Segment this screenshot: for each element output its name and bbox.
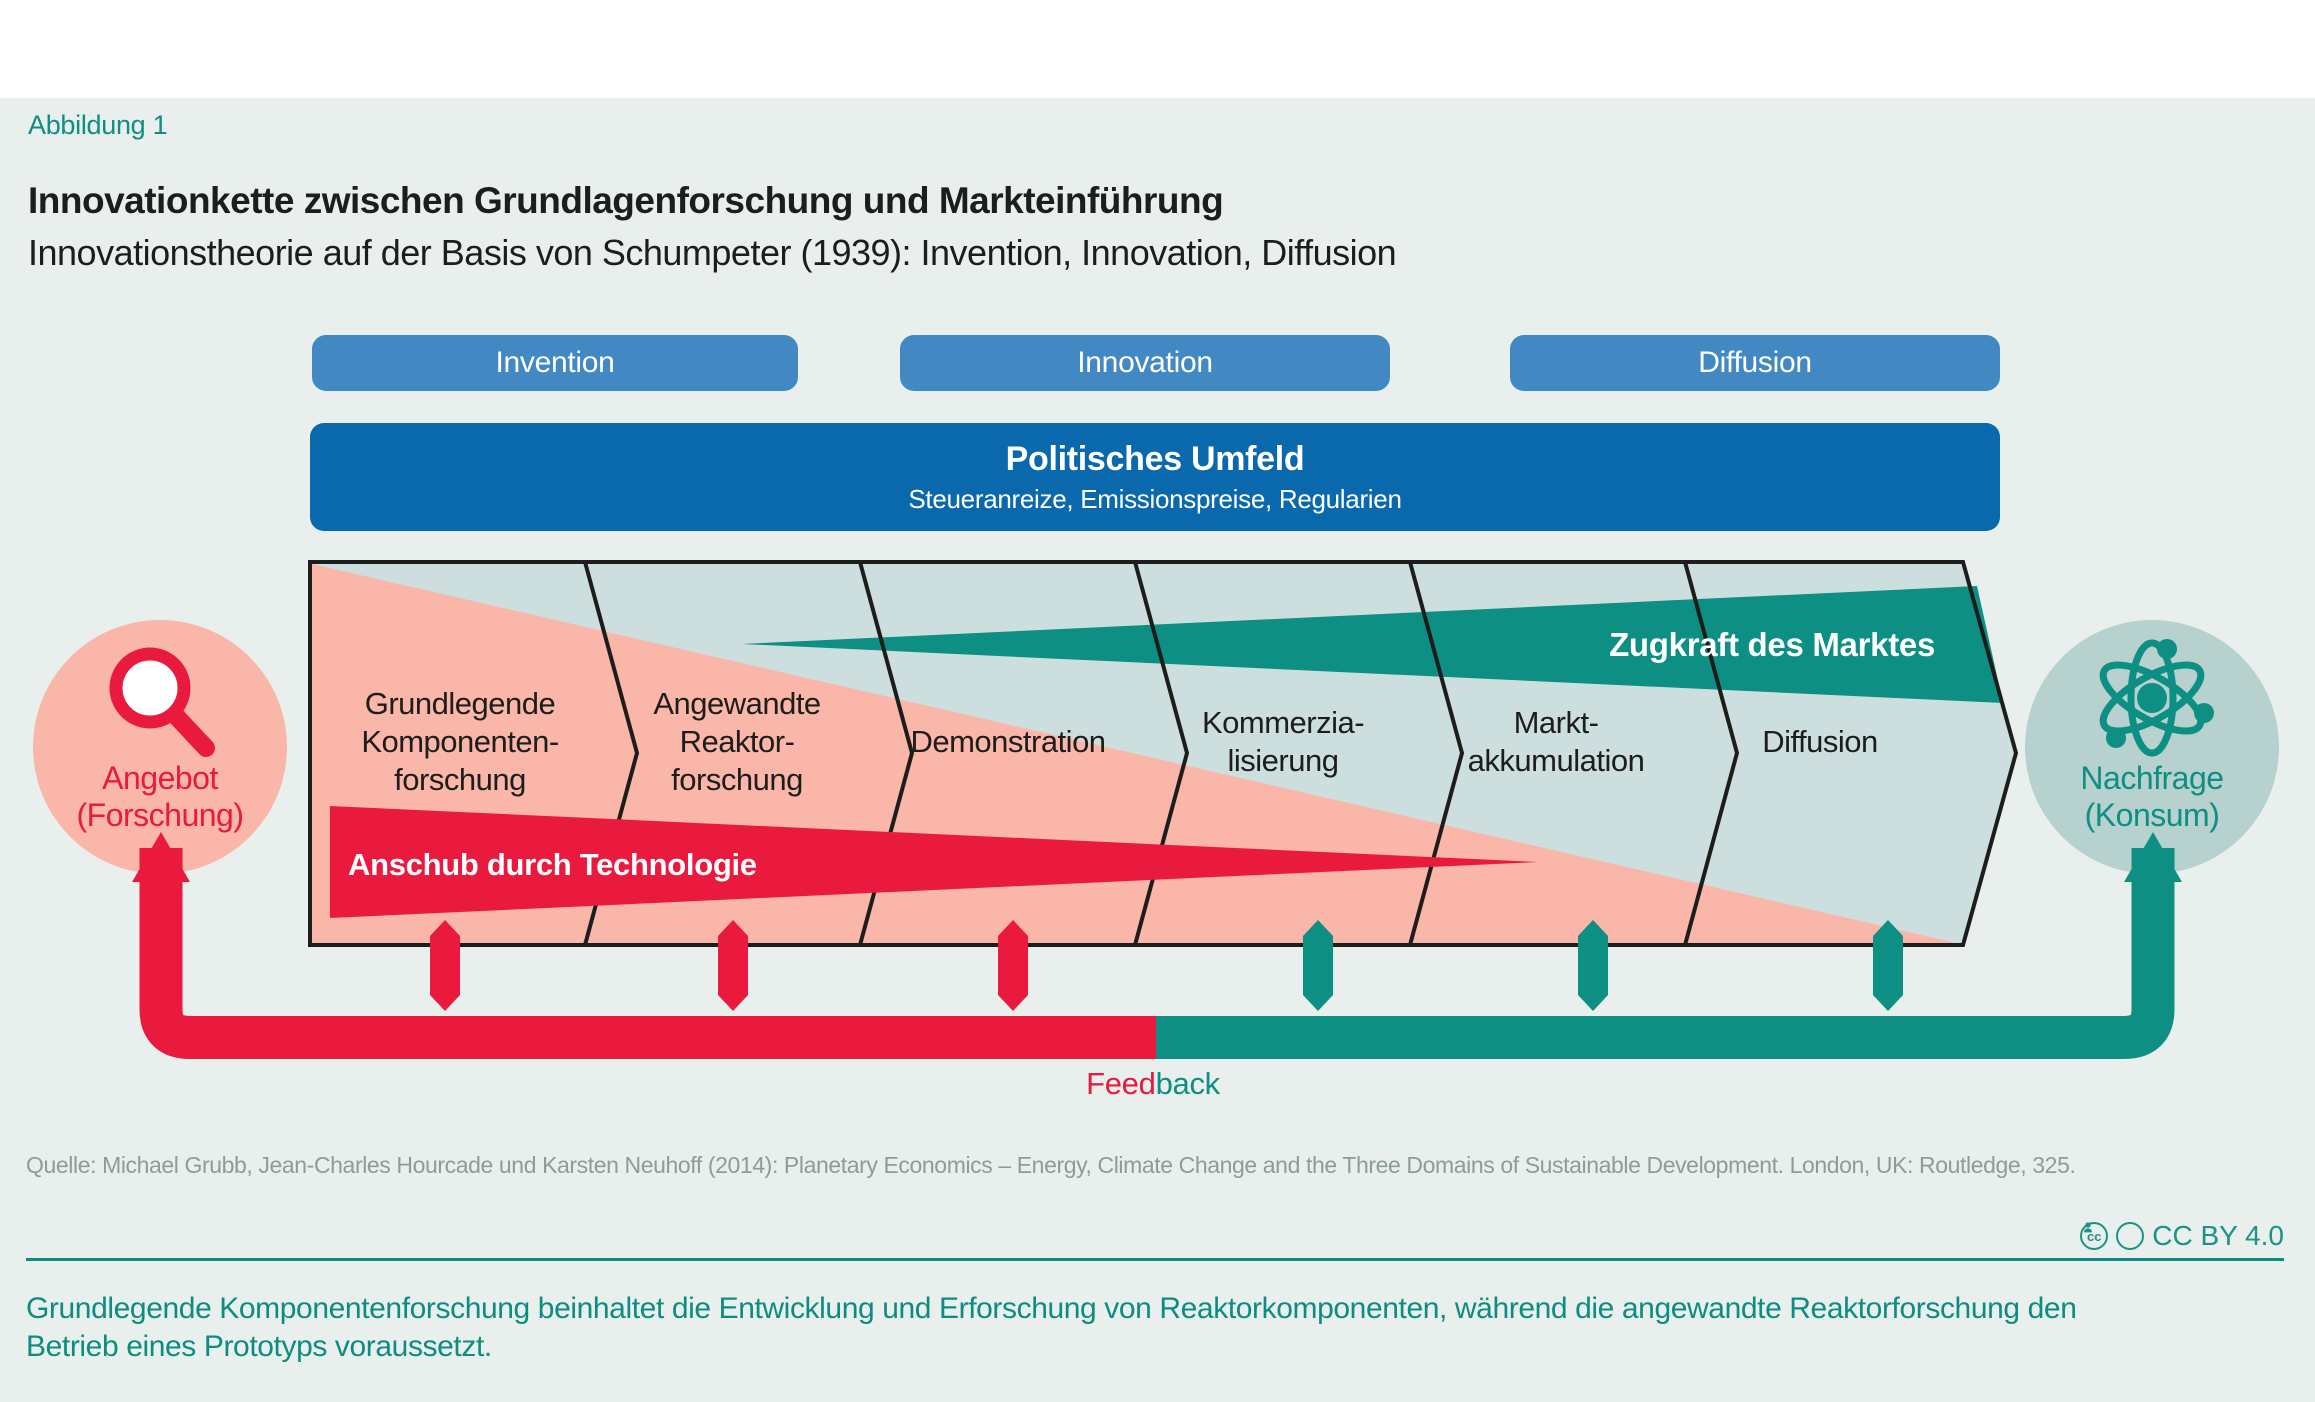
feedback-label-red-part: Feed — [1086, 1066, 1156, 1101]
stage-label-line: lisierung — [1227, 743, 1339, 778]
stage-label-line: Kommerzia- — [1201, 705, 1365, 740]
stage-label-commercialisation: Kommerzia- lisierung — [1158, 682, 1408, 802]
technology-push-wedge — [330, 806, 1538, 918]
connector-arrow-6 — [1873, 920, 1903, 1011]
demand-node-label-line2: (Konsum) — [2084, 797, 2220, 833]
atom-icon — [2099, 639, 2214, 757]
connector-arrow-5 — [1578, 920, 1608, 1011]
demand-circle — [2025, 620, 2279, 874]
source-citation: Quelle: Michael Grubb, Jean-Charles Hour… — [26, 1152, 2076, 1178]
figure-caption-line1: Grundlegende Komponentenforschung beinha… — [26, 1292, 2077, 1325]
stage-label-line: Reaktor- — [679, 724, 795, 759]
demand-node-label-line1: Nachfrage — [2080, 760, 2224, 796]
stage-label-line: Komponenten- — [361, 724, 559, 759]
cc-icon: cc — [2080, 1222, 2109, 1250]
feedback-loop-demand-segment — [1156, 848, 2175, 1059]
top-white-bar — [0, 0, 2315, 98]
feedback-arrowhead-supply — [132, 832, 190, 882]
figure-caption: Grundlegende Komponentenforschung beinha… — [26, 1290, 2077, 1366]
attribution-person-icon — [2084, 1222, 2145, 1250]
feedback-loop-supply-segment — [139, 848, 1156, 1059]
stage-divider-5 — [1683, 561, 1740, 946]
figure-number-label: Abbildung 1 — [28, 110, 168, 140]
figure-caption-line2: Betrieb eines Prototyps voraussetzt. — [26, 1330, 492, 1363]
stage-label-basic-component-research: Grundlegende Komponenten- forschung — [335, 682, 585, 802]
stage-label-line: forschung — [671, 762, 803, 797]
stage-label-demonstration: Demonstration — [883, 682, 1133, 802]
phase-chip-invention: Invention — [312, 335, 798, 391]
license-text: CC BY 4.0 — [2152, 1220, 2284, 1251]
policy-bar-subtitle: Steueranreize, Emissionspreise, Regulari… — [908, 483, 1402, 514]
technology-push-wedge-label: Anschub durch Technologie — [348, 847, 757, 882]
stage-label-line: Markt- — [1513, 705, 1599, 740]
supply-circle — [33, 620, 287, 874]
market-pull-wedge — [742, 586, 2003, 703]
feedback-label-teal-part: back — [1155, 1066, 1221, 1101]
stage-label-applied-reactor-research: Angewandte Reaktor- forschung — [612, 682, 862, 802]
stage-divider-4 — [1408, 561, 1465, 946]
phase-chip-diffusion: Diffusion — [1510, 335, 2000, 391]
feedback-arrowhead-demand — [2124, 832, 2182, 882]
figure-title: Innovationkette zwischen Grundlagenforsc… — [28, 180, 1224, 221]
stage-box-border — [308, 560, 2019, 947]
stage-label-line: akkumulation — [1467, 743, 1645, 778]
stage-label-diffusion: Diffusion — [1695, 682, 1945, 802]
stage-label-line: forschung — [394, 762, 526, 797]
stage-divider-3 — [1133, 561, 1190, 946]
demand-node-label: Nachfrage (Konsum) — [2032, 760, 2272, 834]
market-pull-wedge-label: Zugkraft des Marktes — [1609, 626, 1935, 663]
supply-node-label-line1: Angebot — [102, 760, 218, 796]
supply-node-label: Angebot (Forschung) — [40, 760, 280, 834]
stage-label-line: Grundlegende — [364, 686, 556, 721]
policy-environment-bar: Politisches Umfeld Steueranreize, Emissi… — [310, 423, 2000, 531]
stage-label-market-accumulation: Markt- akkumulation — [1431, 682, 1681, 802]
connector-arrow-4 — [1303, 920, 1333, 1011]
policy-bar-title: Politisches Umfeld — [1005, 439, 1305, 478]
footer-rule — [26, 1258, 2284, 1261]
connector-arrow-3 — [998, 920, 1028, 1011]
connector-arrow-1 — [430, 920, 460, 1011]
stage-label-line: Angewandte — [653, 686, 821, 721]
supply-node-label-line2: (Forschung) — [76, 797, 245, 833]
phase-chip-innovation: Innovation — [900, 335, 1390, 391]
stage-label-line: Diffusion — [1762, 724, 1878, 759]
stage-label-line: Demonstration — [910, 724, 1106, 759]
magnifier-icon — [109, 647, 215, 757]
license-row: cc CC BY 4.0 — [2080, 1220, 2284, 1252]
feedback-label: Feedback — [1018, 1066, 1288, 1102]
connector-arrow-2 — [718, 920, 748, 1011]
figure-subtitle: Innovationstheorie auf der Basis von Sch… — [28, 232, 1397, 273]
stage-feedback-connectors — [430, 920, 1903, 1011]
feedback-loop — [132, 832, 2182, 1059]
